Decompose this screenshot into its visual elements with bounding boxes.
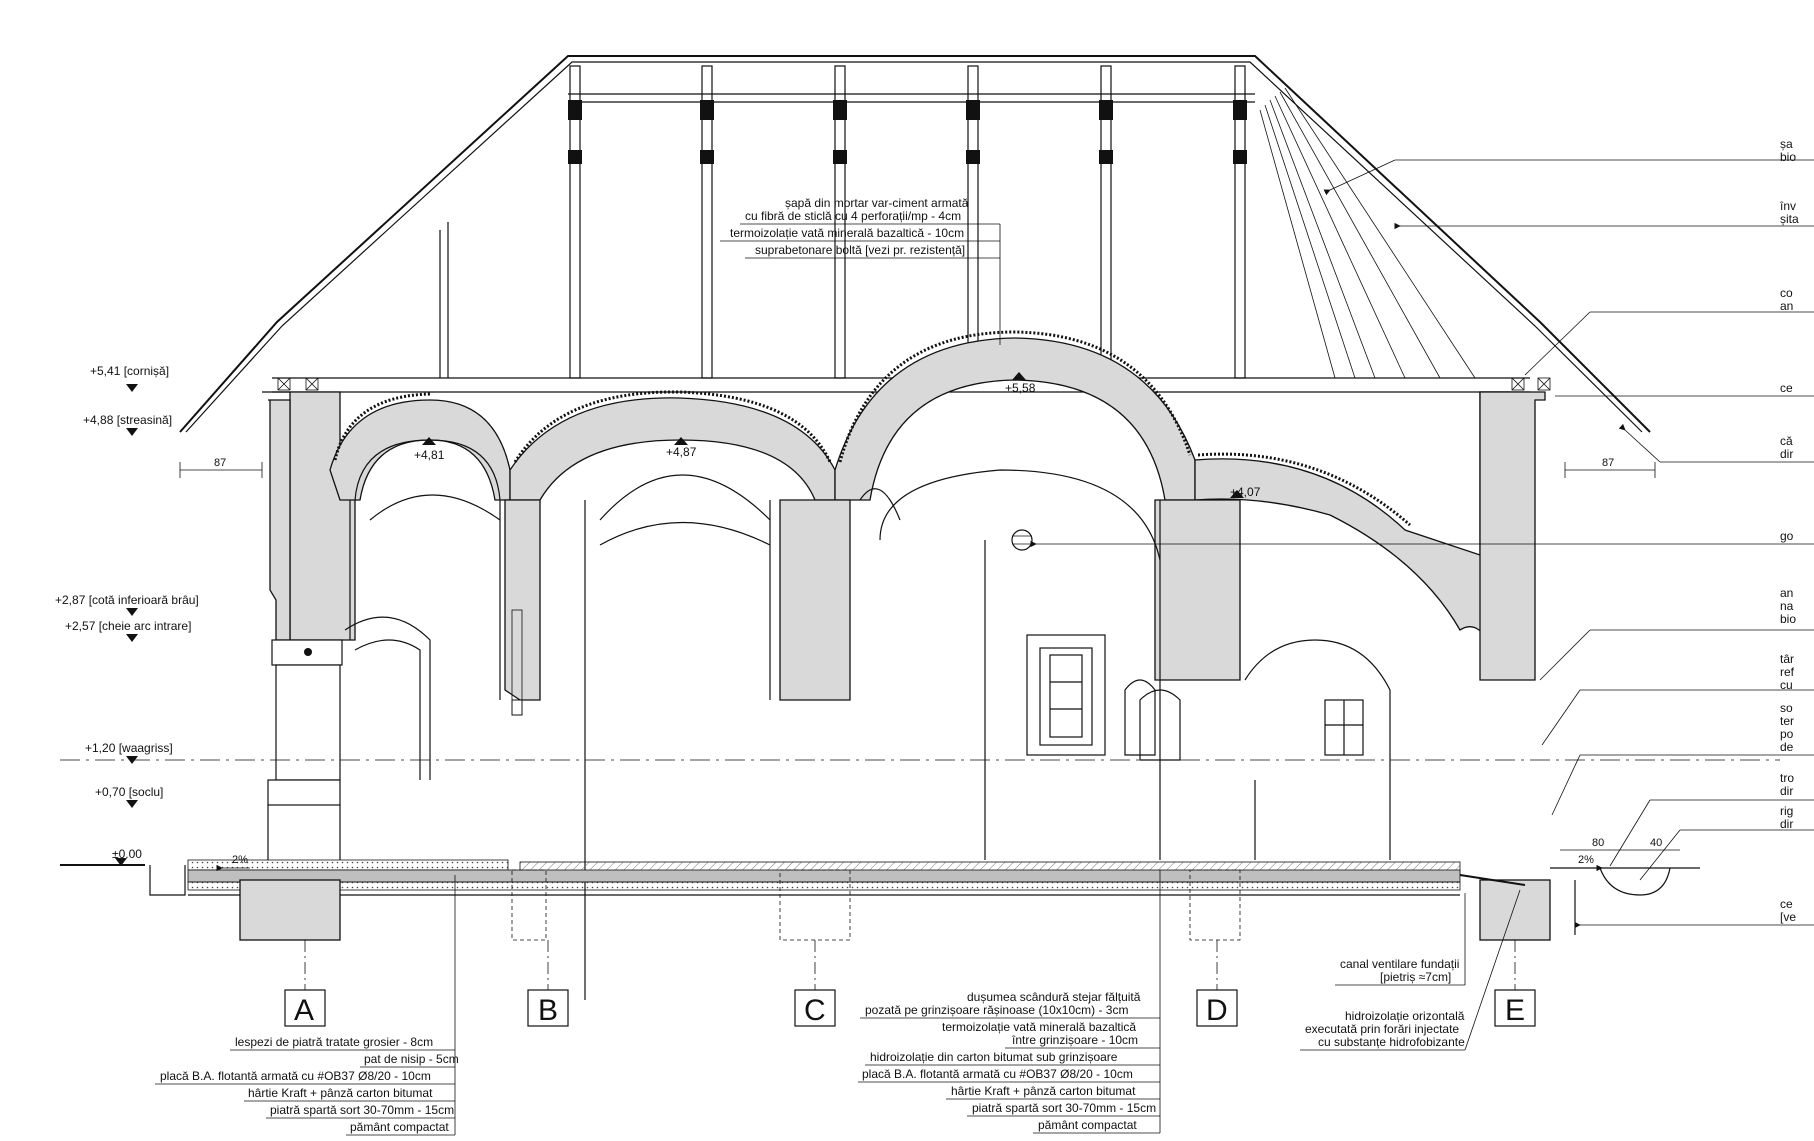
axis-box-e (1494, 989, 1536, 1027)
right-label-11-b: [ve (1780, 910, 1796, 924)
floor-left-2: placă B.A. flotantă armată cu #OB37 Ø8/2… (160, 1069, 431, 1083)
hidro-note-1: executată prin forări injectate (1305, 1022, 1459, 1036)
roof-note-2: termoizolație vată minerală bazaltică - … (730, 226, 964, 240)
right-label-4-b: dir (1780, 447, 1793, 461)
dim-80: 80 (1592, 837, 1604, 849)
vault-level-3: +5,58 (1005, 381, 1036, 395)
right-label-1-b: șita (1780, 212, 1799, 226)
floor-center-4: hidroizolație din carton bitumat sub gri… (870, 1050, 1118, 1064)
floor-left-legend: lespezi de piatră tratate grosier - 8cm … (155, 875, 459, 1136)
floor-left-0: lespezi de piatră tratate grosier - 8cm (235, 1035, 433, 1049)
right-label-7-a: târ (1780, 652, 1794, 666)
roof-note-1: cu fibră de sticlă cu 4 perforații/mp - … (745, 209, 961, 223)
right-label-9-b: dir (1780, 784, 1793, 798)
level-brau: +2,87 [cotă inferioară brâu] (55, 593, 199, 607)
foundation-notes: canal ventilare fundații [pietriș ≈7cm] … (1300, 889, 1521, 1051)
right-label-7-c: cu (1780, 678, 1793, 692)
right-label-4-a: că (1780, 434, 1793, 448)
axis-label-c: C (804, 994, 826, 1027)
floor-center-2: termoizolație vată minerală bazaltică (942, 1020, 1136, 1034)
canal-note-1: [pietriș ≈7cm] (1380, 970, 1451, 984)
axis-label-d: D (1206, 994, 1228, 1027)
axis-box-a (284, 989, 326, 1027)
right-label-2-b: an (1780, 299, 1793, 313)
beam-crosses (277, 377, 1551, 391)
axis-box-d (1196, 989, 1238, 1027)
right-label-9-a: tro (1780, 771, 1794, 785)
floor-center-7: piatră spartă sort 30-70mm - 15cm (972, 1101, 1156, 1115)
hidro-note-2: cu substanțe hidrofobizante (1318, 1035, 1465, 1049)
vault-level-2: +4,87 (666, 445, 697, 459)
floor-center-legend: dușumea scândură stejar fălțuită pozată … (858, 870, 1161, 1134)
level-streasina: +4,88 [streasină] (83, 413, 172, 427)
level-cornisa: +5,41 [cornișă] (90, 364, 169, 378)
axis-label-b: B (538, 994, 558, 1027)
level-marks: +5,41 [cornișă] +4,88 [streasină] +2,87 … (55, 364, 199, 866)
axis-label-a: A (294, 994, 314, 1027)
floor-center-0: dușumea scândură stejar fălțuită (967, 990, 1141, 1004)
left-pier (267, 609, 523, 860)
floor-left-1: pat de nisip - 5cm (364, 1052, 459, 1066)
right-label-2-a: co (1780, 286, 1793, 300)
right-label-0-a: șa (1780, 137, 1793, 151)
vent-opening (1011, 529, 1033, 551)
right-label-8-c: po (1780, 727, 1794, 741)
axis-box-c (794, 989, 836, 1027)
roof-note-3: suprabetonare boltă [vezi pr. rezistență… (755, 243, 965, 257)
floor-center-6: hârtie Kraft + pânză carton bitumat (951, 1084, 1136, 1098)
right-annotations: șa bio înv șita co an ce că dir go an na… (1030, 137, 1814, 929)
level-waagriss: +1,20 [waagriss] (85, 741, 173, 755)
dim-right-eave: 87 (1602, 457, 1614, 469)
vault-level-marks: +4,81 +4,87 +5,58 +4,07 (414, 372, 1261, 499)
vault-level-1: +4,81 (414, 448, 445, 462)
rafter-lines (1259, 87, 1476, 379)
dim-40: 40 (1650, 837, 1662, 849)
level-soclu: +0,70 [soclu] (95, 785, 163, 799)
level-zero: ±0.00 (112, 847, 142, 861)
right-label-7-b: ref (1780, 665, 1795, 679)
right-label-6-b: na (1780, 599, 1794, 613)
canal-note-0: canal ventilare fundații (1340, 957, 1459, 971)
right-label-5: go (1780, 529, 1794, 543)
floor-left-3: hârtie Kraft + pânză carton bitumat (248, 1086, 433, 1100)
vault-level-4: +4,07 (1230, 485, 1261, 499)
roof-note-0: șapă din mortar var-ciment armată (785, 196, 969, 210)
right-label-6-c: bio (1780, 612, 1796, 626)
right-label-10-a: rig (1780, 804, 1793, 818)
dim-left-eave: 87 (214, 457, 226, 469)
slope-right: 2% (1578, 854, 1594, 866)
right-label-8-b: ter (1780, 714, 1794, 728)
roof-layer-note: șapă din mortar var-ciment armată cu fib… (720, 196, 1001, 345)
axis-markers: A B C D E (284, 989, 1536, 1027)
windows (1011, 529, 1364, 761)
slope-left: 2% (232, 854, 248, 866)
floor-center-5: placă B.A. flotantă armată cu #OB37 Ø8/2… (862, 1067, 1133, 1081)
floor-left-5: pământ compactat (350, 1120, 449, 1134)
axis-label-e: E (1505, 994, 1525, 1027)
right-label-10-b: dir (1780, 817, 1793, 831)
axis-box-b (527, 989, 569, 1027)
floor-center-8: pământ compactat (1038, 1118, 1137, 1132)
masonry (262, 330, 1546, 701)
floor-left-4: piatră spartă sort 30-70mm - 15cm (270, 1103, 454, 1117)
right-label-1-a: înv (1779, 199, 1796, 213)
right-label-8-d: de (1780, 740, 1794, 754)
right-label-11-a: ce (1780, 897, 1793, 911)
interior-arches (344, 439, 1391, 1000)
right-label-0-b: bio (1780, 150, 1796, 164)
right-label-8-a: so (1780, 701, 1793, 715)
hidro-note-0: hidroizolație orizontală (1345, 1009, 1465, 1023)
axis-lines (60, 759, 1780, 990)
floor-center-1: pozată pe grinzișoare rășinoase (10x10cm… (865, 1003, 1128, 1017)
level-cheie: +2,57 [cheie arc intrare] (65, 619, 191, 633)
floor-slab (60, 859, 1700, 941)
floor-center-3: între grinzișoare - 10cm (1011, 1033, 1138, 1047)
dimensions: 87 87 2% 2% 80 40 (179, 457, 1680, 872)
right-label-6-a: an (1780, 586, 1793, 600)
right-label-3: ce (1780, 381, 1793, 395)
